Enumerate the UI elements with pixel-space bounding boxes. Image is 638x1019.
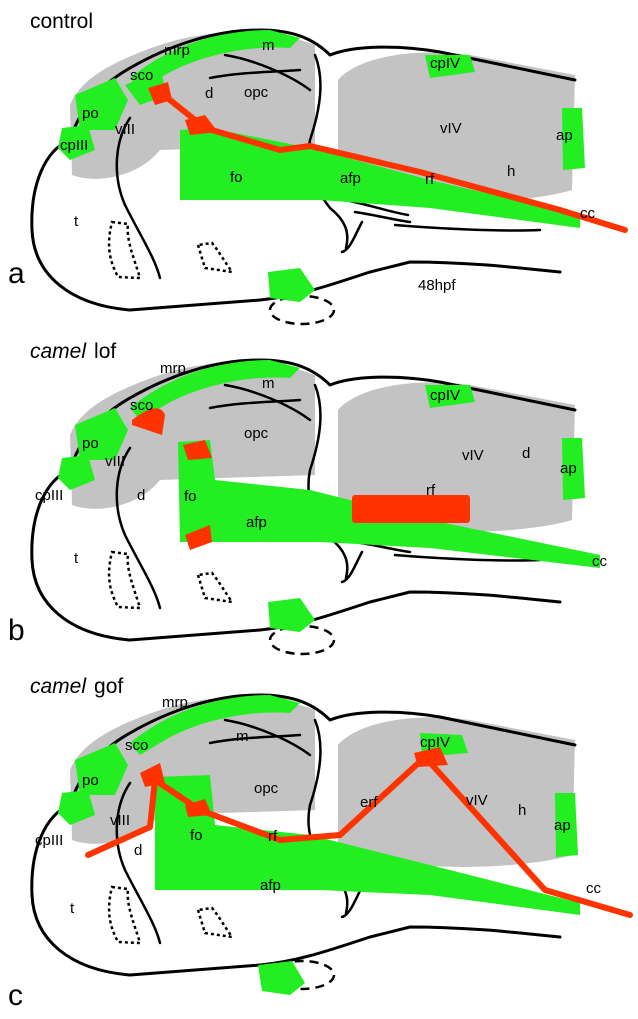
label-opc: opc [244,84,269,101]
panel-b-floorplate [268,598,315,632]
panel-b: camel lof b m mrp sco po cpIII vIII d d o… [8,340,608,654]
panel-b-title-suffix: lof [94,340,116,363]
label-po: po [82,105,99,122]
label-fo: fo [230,169,243,186]
panel-c: camel gof c m mrp sco po cpIII vIII d opc… [8,675,630,1012]
label-stage: 48hpf [418,277,456,294]
label-vIII: vIII [105,453,125,470]
panel-b-letter: b [8,614,25,647]
label-d: d [137,487,145,504]
label-erf: erf [360,794,378,811]
label-opc: opc [254,780,279,797]
label-cpIV: cpIV [430,55,460,72]
label-cpIII: cpIII [60,137,88,154]
label-cpIII: cpIII [35,487,63,504]
label-d: d [134,842,142,859]
label-rf: rf [426,482,436,499]
label-sco: sco [130,67,153,84]
label-sco: sco [125,737,148,754]
label-t: t [74,213,79,230]
label-cc: cc [580,205,596,222]
label-ap: ap [556,127,573,144]
label-d2: d [522,445,530,462]
label-ap: ap [554,817,571,834]
label-mrp: mrp [164,42,190,59]
label-cpIII: cpIII [35,832,63,849]
panel-c-letter: c [8,979,23,1012]
panel-b-title-italic: camel [30,340,87,363]
label-t: t [74,550,79,567]
label-ap: ap [560,460,577,477]
label-cpIV: cpIV [430,387,460,404]
label-rf: rf [268,828,278,845]
label-po: po [82,772,99,789]
label-m: m [262,375,275,392]
panel-c-title-italic: camel [30,675,87,698]
label-cpIV: cpIV [420,734,450,751]
panel-b-rf-aggregate [352,495,470,523]
label-d: d [205,85,213,102]
label-afp: afp [340,170,361,187]
label-mrp: mrp [162,694,188,711]
label-vIII: vIII [110,812,130,829]
panel-c-title: camel gof [30,675,123,698]
label-rf: rf [425,171,435,188]
label-fo: fo [190,827,203,844]
panel-a: control a m mrp sco po cpIII vIII d opc … [8,10,625,324]
label-po: po [82,435,99,452]
label-t: t [70,900,75,917]
label-afp: afp [246,514,267,531]
panel-b-title: camel lof [30,340,116,363]
panel-a-floorplate [268,268,315,302]
label-fo: fo [184,488,197,505]
label-afp: afp [260,877,281,894]
label-mrp: mrp [160,360,186,377]
label-h: h [518,802,526,819]
label-m: m [262,37,275,54]
panel-a-title: control [30,10,93,33]
panel-c-title-suffix: gof [94,675,123,698]
label-h: h [507,163,515,180]
label-cc: cc [592,553,608,570]
panel-a-letter: a [8,257,25,290]
panel-c-floorplate [258,961,305,995]
label-vIV: vIV [462,447,484,464]
label-sco: sco [130,397,153,414]
label-opc: opc [244,425,269,442]
label-vIII: vIII [115,121,135,138]
label-cc: cc [586,880,602,897]
label-m: m [236,728,249,745]
label-vIV: vIV [440,120,462,137]
label-vIV: vIV [466,792,488,809]
